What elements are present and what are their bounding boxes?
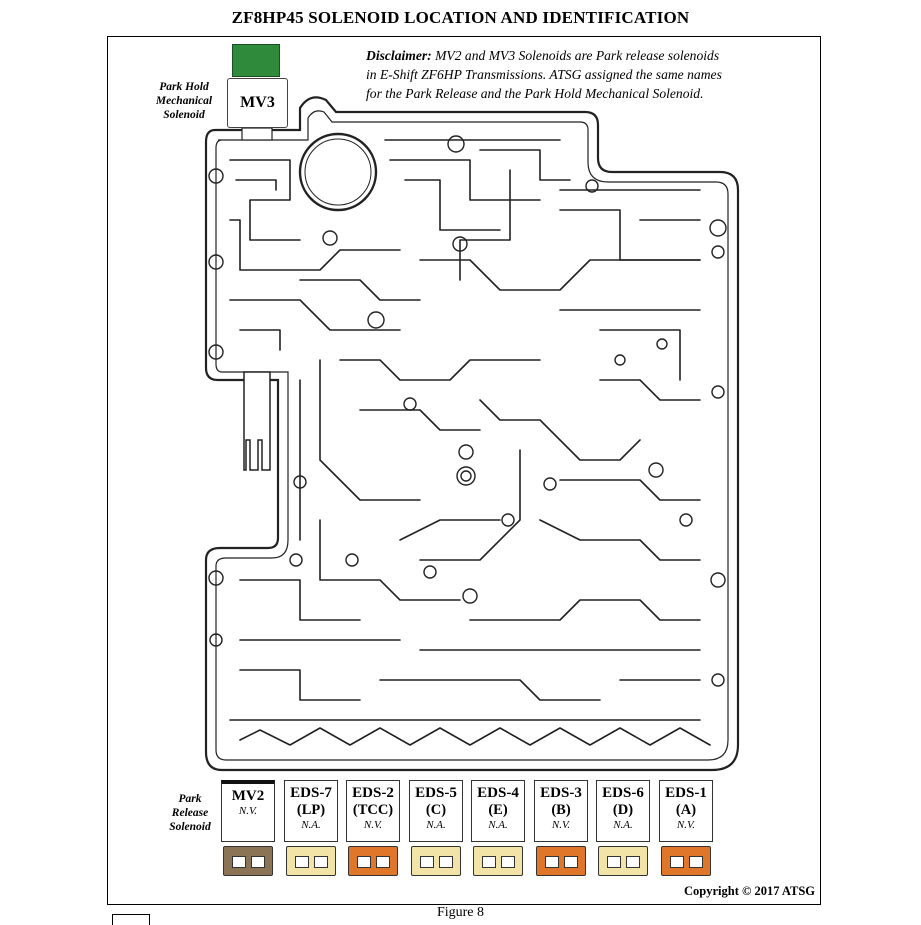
solenoid-circuit: (A): [675, 802, 697, 818]
park-release-label-line-1: Park: [178, 793, 202, 805]
connector-pin: [295, 856, 309, 868]
park-release-label-line-3: Solenoid: [169, 821, 211, 833]
solenoid-name: EDS-3: [540, 785, 582, 801]
large-bore-inner: [304, 138, 372, 206]
connector-eds-1: [661, 846, 711, 876]
figure-frame: [107, 36, 821, 905]
connector-pin: [501, 856, 515, 868]
park-release-label: Park Release Solenoid: [158, 792, 222, 834]
connector-eds-5: [411, 846, 461, 876]
solenoid-eds-7: EDS-7(LP)N.A.: [284, 780, 338, 842]
solenoid-name: EDS-5: [415, 785, 457, 801]
solenoid-name: EDS-7: [290, 785, 332, 801]
park-hold-label-line-3: Solenoid: [163, 109, 205, 121]
disclaimer-line-3: for the Park Release and the Park Hold M…: [366, 86, 704, 101]
plate-outline: [204, 96, 740, 772]
connector-pin: [482, 856, 496, 868]
solenoid-state: N.V.: [676, 819, 696, 831]
solenoid-state: N.A.: [488, 819, 508, 831]
solenoid-name: EDS-6: [602, 785, 644, 801]
park-hold-label-line-1: Park Hold: [159, 81, 209, 93]
solenoid-state: N.A.: [426, 819, 446, 831]
solenoid-eds-5: EDS-5(C)N.A.: [409, 780, 463, 842]
solenoid-eds-3: EDS-3(B)N.V.: [534, 780, 588, 842]
page-title: ZF8HP45 SOLENOID LOCATION AND IDENTIFICA…: [231, 8, 690, 27]
solenoid-eds-4: EDS-4(E)N.A.: [471, 780, 525, 842]
connector-eds-6: [598, 846, 648, 876]
corner-mark: [112, 914, 150, 925]
solenoid-state: N.A.: [301, 819, 321, 831]
connector-pin: [357, 856, 371, 868]
solenoid-circuit: (B): [551, 802, 571, 818]
connector-pin: [314, 856, 328, 868]
connector-eds-3: [536, 846, 586, 876]
figure-caption: Figure 8: [436, 905, 485, 920]
solenoid-name: EDS-1: [665, 785, 707, 801]
disclaimer-label: Disclaimer:: [366, 48, 432, 63]
connector-pin: [376, 856, 390, 868]
park-hold-label-line-2: Mechanical: [155, 95, 213, 107]
plate-inner-outline: [215, 110, 729, 761]
connector-mv2: [223, 846, 273, 876]
solenoid-state: N.V.: [363, 819, 383, 831]
mv3-solenoid: MV3: [227, 78, 288, 128]
connector-pin: [545, 856, 559, 868]
solenoid-circuit: (LP): [296, 802, 326, 818]
large-bore: [298, 132, 378, 212]
solenoid-state: N.A.: [613, 819, 633, 831]
connector-eds-4: [473, 846, 523, 876]
park-release-label-line-2: Release: [171, 807, 209, 819]
solenoid-state: N.V.: [551, 819, 571, 831]
park-hold-rod: [243, 371, 271, 471]
solenoid-state: N.V.: [238, 805, 258, 817]
solenoid-eds-6: EDS-6(D)N.A.: [596, 780, 650, 842]
disclaimer-line-2: in E-Shift ZF6HP Transmissions. ATSG ass…: [366, 67, 722, 82]
solenoid-name: EDS-2: [352, 785, 394, 801]
connector-pin: [626, 856, 640, 868]
disclaimer-line-1: MV2 and MV3 Solenoids are Park release s…: [435, 48, 720, 63]
connector-pin: [232, 856, 246, 868]
solenoid-name: EDS-4: [477, 785, 519, 801]
solenoid-circuit: (TCC): [352, 802, 394, 818]
mv3-connector: [232, 44, 280, 77]
solenoid-circuit: (E): [488, 802, 508, 818]
connector-pin: [564, 856, 578, 868]
solenoid-circuit: (D): [612, 802, 634, 818]
park-hold-label: Park Hold Mechanical Solenoid: [144, 80, 224, 122]
disclaimer-text: Disclaimer: MV2 and MV3 Solenoids are Pa…: [366, 46, 806, 103]
connector-pin: [670, 856, 684, 868]
copyright-text: Copyright © 2017 ATSG: [684, 884, 815, 898]
solenoid-circuit: (C): [425, 802, 447, 818]
connector-pin: [251, 856, 265, 868]
solenoid-name: MV2: [231, 788, 265, 804]
connector-eds-2: [348, 846, 398, 876]
connector-pin: [439, 856, 453, 868]
passage-holes: [208, 135, 727, 687]
connector-pin: [607, 856, 621, 868]
connector-pin: [420, 856, 434, 868]
connector-pin: [689, 856, 703, 868]
solenoid-eds-2: EDS-2(TCC)N.V.: [346, 780, 400, 842]
connector-eds-7: [286, 846, 336, 876]
mv3-stem: [241, 127, 273, 141]
solenoid-eds-1: EDS-1(A)N.V.: [659, 780, 713, 842]
fluid-passages: [229, 139, 711, 746]
